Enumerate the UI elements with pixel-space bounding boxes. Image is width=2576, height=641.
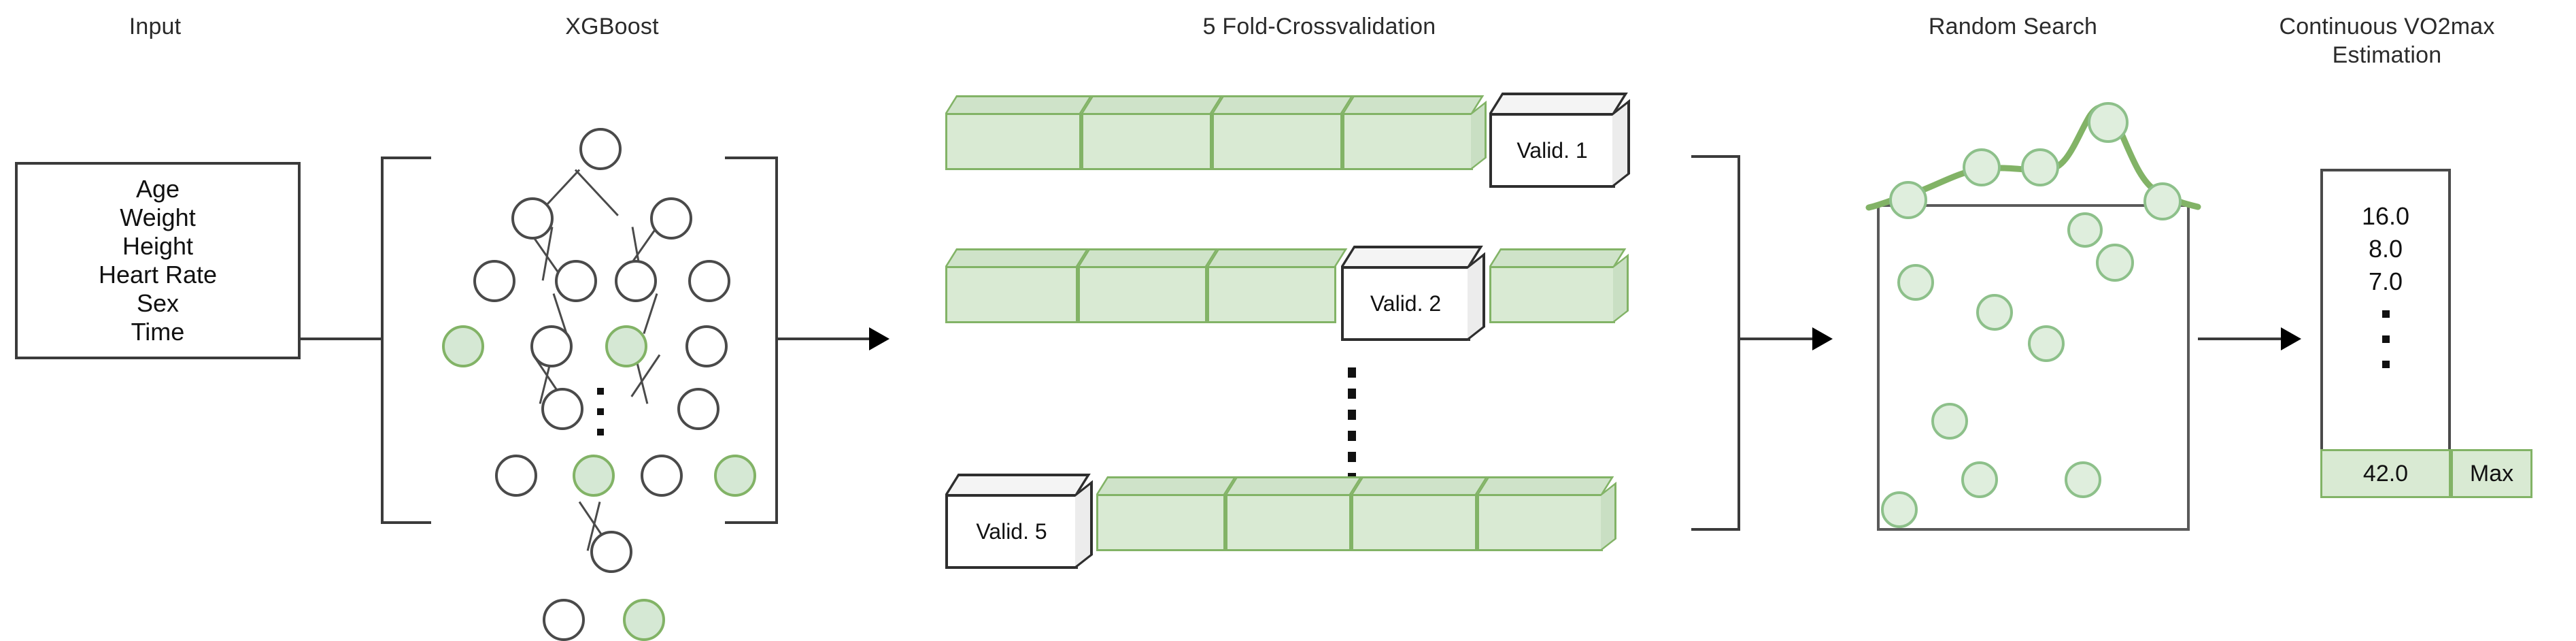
- connector-input-to-model: [301, 338, 382, 340]
- search-point: [2021, 148, 2059, 186]
- search-point: [2143, 182, 2182, 220]
- cv-train-block: [1212, 95, 1354, 170]
- input-feature-item: Sex: [136, 289, 180, 317]
- search-point: [1976, 294, 2013, 331]
- bracket-left-vertical: [381, 157, 384, 524]
- input-feature-item: Time: [131, 318, 185, 346]
- cv-fold-row: Valid. 2: [945, 246, 1680, 341]
- cv-bracket-vertical: [1738, 155, 1740, 531]
- cv-train-block: [1081, 95, 1223, 170]
- cv-fold-row: Valid. 1: [945, 93, 1680, 188]
- cv-train-block: [1342, 95, 1487, 170]
- stage-title-output: Continuous VO2max Estimation: [2279, 14, 2495, 68]
- search-point: [2065, 461, 2101, 498]
- tree-node: [495, 455, 537, 497]
- cv-train-block: [945, 248, 1089, 323]
- connector-model-to-cv: [777, 338, 869, 340]
- cv-validation-block: Valid. 1: [1489, 93, 1630, 188]
- bracket-left-top: [381, 157, 431, 159]
- cv-train-block: [1351, 476, 1489, 551]
- stage-title-crossvalidation: 5 Fold-Crossvalidation: [1202, 14, 1436, 39]
- tree-leaf-selected: [573, 455, 615, 497]
- cv-train-block: [1477, 476, 1616, 551]
- tree-node: [685, 325, 728, 367]
- vo2max-result-value: 42.0: [2320, 449, 2451, 498]
- tree-leaf-selected: [714, 455, 756, 497]
- bracket-left-bottom: [381, 521, 431, 524]
- cv-train-block: [1489, 248, 1629, 323]
- cv-bracket-top: [1691, 155, 1740, 158]
- cv-train-block: [1096, 476, 1237, 551]
- search-point: [2088, 102, 2129, 143]
- search-point: [1889, 181, 1927, 219]
- cv-validation-block: Valid. 5: [945, 474, 1093, 569]
- bracket-right-vertical: [775, 157, 778, 524]
- tree-node: [543, 599, 585, 641]
- tree-node: [530, 325, 573, 367]
- bracket-right-top: [725, 157, 778, 159]
- vo2max-value: 8.0: [2368, 235, 2403, 263]
- search-point: [1897, 264, 1934, 301]
- tree-node-root: [579, 128, 622, 170]
- tree-leaf-selected: [442, 325, 484, 367]
- cv-bracket-bottom: [1691, 528, 1740, 531]
- tree-node: [677, 388, 719, 430]
- stage-title-model: XGBoost: [565, 14, 659, 39]
- search-point: [2096, 244, 2134, 282]
- tree-ellipsis-icon: [597, 388, 604, 449]
- arrow-cv-to-search: [1812, 327, 1833, 350]
- input-feature-item: Weight: [120, 203, 196, 231]
- cv-train-block: [1078, 248, 1219, 323]
- cv-validation-block: Valid. 2: [1341, 246, 1485, 341]
- input-feature-item: Age: [135, 175, 180, 203]
- vo2max-value: 16.0: [2361, 202, 2410, 230]
- cv-validation-label: Valid. 5: [976, 519, 1047, 544]
- connector-search-to-output: [2198, 338, 2281, 340]
- tree-node: [541, 388, 583, 430]
- random-search-plot: [1877, 204, 2190, 531]
- arrow-model-to-cv: [869, 327, 889, 350]
- input-feature-box: Age Weight Height Heart Rate Sex Time: [15, 162, 301, 359]
- vo2max-output-box: 16.0 8.0 7.0: [2320, 169, 2451, 455]
- search-point: [2028, 325, 2065, 362]
- tree-node: [473, 260, 515, 302]
- cv-validation-label: Valid. 2: [1370, 291, 1442, 316]
- tree-node: [555, 260, 597, 302]
- search-point: [1961, 461, 1998, 498]
- tree-node: [641, 455, 683, 497]
- vo2max-ellipsis-icon: [2382, 310, 2390, 386]
- search-point: [2067, 212, 2103, 248]
- cv-train-block: [1207, 248, 1348, 323]
- tree-node: [615, 260, 657, 302]
- tree-node: [688, 260, 730, 302]
- tree-node: [511, 197, 554, 240]
- cv-train-block: [1225, 476, 1363, 551]
- connector-cv-to-search: [1739, 338, 1812, 340]
- arrow-search-to-output: [2281, 327, 2301, 350]
- search-point: [1881, 491, 1918, 528]
- vo2max-result-row: 42.0 Max: [2320, 449, 2532, 498]
- diagram-canvas: Input XGBoost 5 Fold-Crossvalidation Ran…: [15, 14, 2532, 641]
- bracket-right-bottom: [725, 521, 778, 524]
- cv-validation-label: Valid. 1: [1516, 137, 1588, 163]
- stage-title-input: Input: [129, 14, 182, 39]
- cv-ellipsis-icon: [1348, 367, 1356, 494]
- search-point: [1963, 148, 2001, 186]
- tree-node: [650, 197, 692, 240]
- input-feature-item: Heart Rate: [98, 261, 218, 289]
- cv-train-block: [945, 95, 1093, 170]
- stage-title-search: Random Search: [1928, 14, 2098, 39]
- vo2max-value: 7.0: [2368, 267, 2403, 295]
- search-point: [1931, 403, 1968, 440]
- tree-edge: [574, 169, 619, 216]
- input-feature-item: Height: [122, 232, 194, 260]
- tree-node: [590, 531, 632, 573]
- vo2max-result-label: Max: [2451, 449, 2532, 498]
- cv-fold-row: Valid. 5: [945, 474, 1680, 569]
- xgboost-tree: [408, 95, 816, 641]
- tree-leaf-selected: [623, 599, 665, 641]
- tree-leaf-selected: [605, 325, 647, 367]
